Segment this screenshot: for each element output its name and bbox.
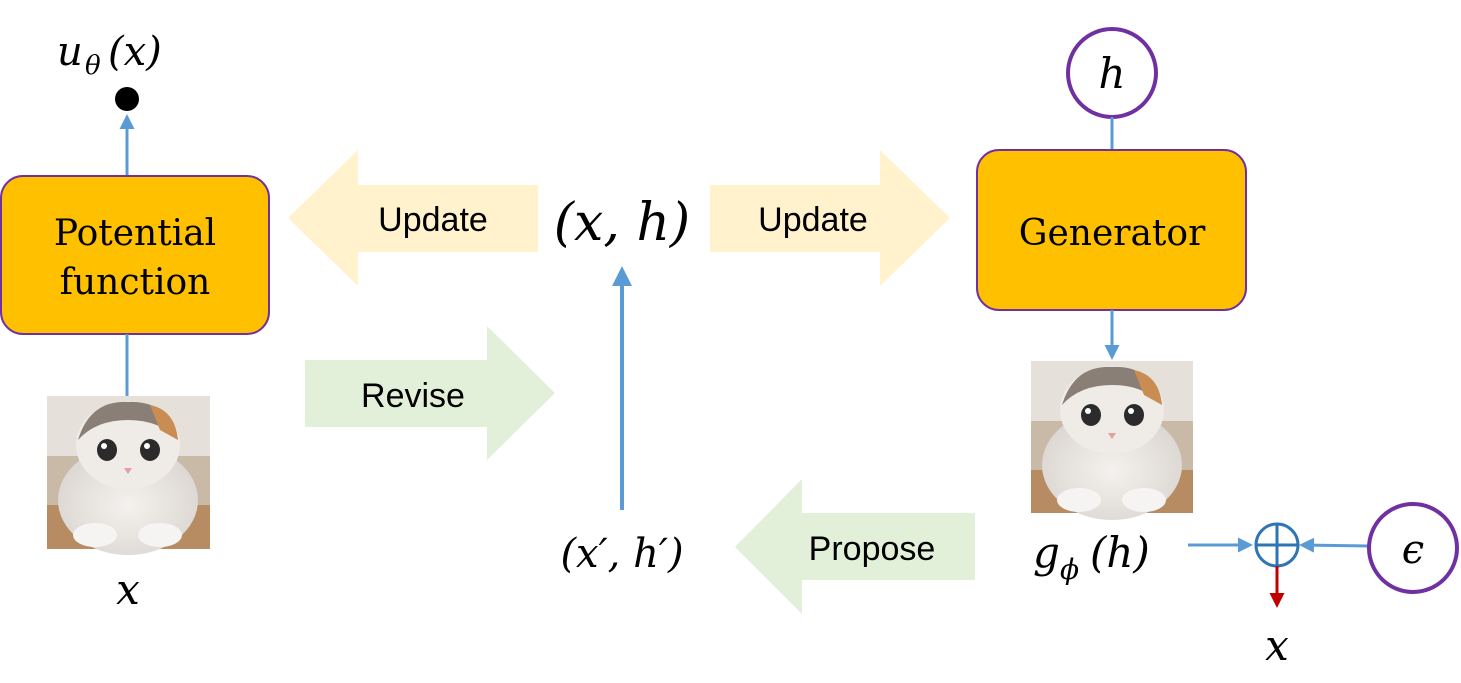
- potential-input-label: x: [116, 565, 140, 614]
- potential-output-label: u θ (x): [57, 29, 162, 81]
- update-right-label: Update: [758, 201, 868, 239]
- potential-output-sub: θ: [85, 51, 101, 81]
- noise-label: ϵ: [1402, 527, 1424, 573]
- latent-h-label: h: [1098, 49, 1125, 98]
- cat-image-generated: [1031, 361, 1193, 520]
- proposal-label: (x′, h′): [560, 531, 683, 577]
- generated-sample-label: x: [1265, 621, 1289, 670]
- noise-node: [1367, 502, 1459, 594]
- generator-output-arg: (h): [1090, 528, 1150, 577]
- revise-label: Revise: [361, 377, 465, 415]
- generator-output-sub: ϕ: [1060, 553, 1079, 586]
- update-left-arrow: [288, 150, 538, 286]
- sum-node: [1254, 522, 1300, 568]
- potential-function-box[interactable]: [0, 175, 270, 335]
- potential-label-line2: function: [60, 262, 211, 303]
- propose-arrow: [735, 479, 975, 614]
- potential-label-line1: Potential: [54, 213, 216, 254]
- update-right-arrow: [710, 150, 950, 286]
- noise-to-sum-arrow: [1299, 537, 1370, 553]
- revise-arrow: [305, 326, 555, 460]
- potential-output-base: u: [57, 29, 83, 75]
- update-left-label: Update: [378, 201, 488, 239]
- cat-image-input: [47, 396, 210, 555]
- potential-output-arg: (x): [108, 29, 162, 75]
- state-label: (x, h): [554, 193, 690, 253]
- generator-output-label: g ϕ (h): [1033, 528, 1150, 586]
- generator-output-base: g: [1033, 528, 1060, 577]
- propose-label: Propose: [809, 530, 936, 568]
- potential-output-node: [115, 87, 139, 111]
- generator-label: Generator: [1019, 213, 1206, 254]
